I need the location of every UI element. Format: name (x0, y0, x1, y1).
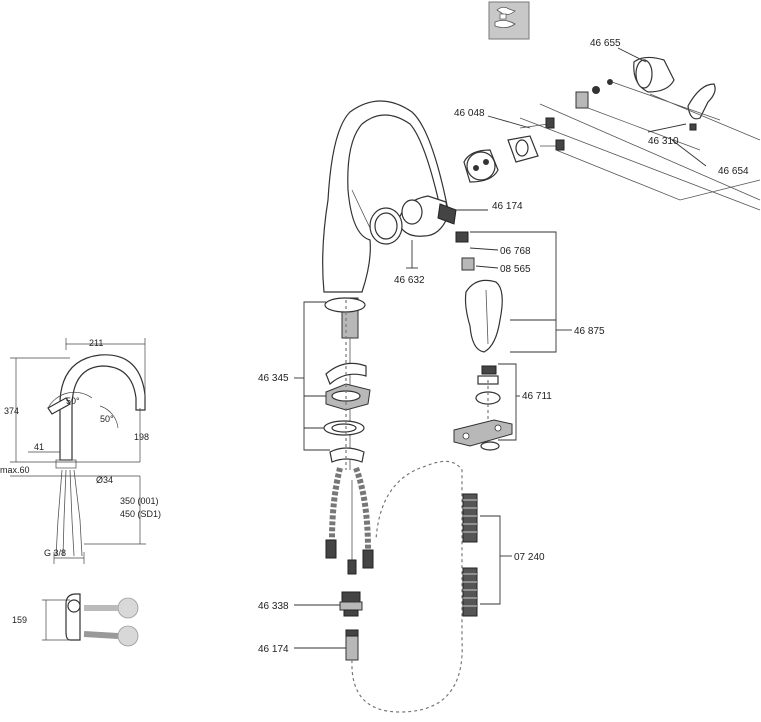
dim-159: 159 (12, 615, 27, 625)
adaptor-46174-bottom (345, 629, 359, 661)
label-46711: 46 711 (522, 391, 552, 402)
base-o-ring (324, 297, 366, 313)
dim-max60: max.60 (0, 465, 30, 475)
label-08565: 08 565 (500, 264, 531, 275)
part-labels: 46 655 46 048 46 310 46 654 46 174 46 63… (258, 38, 749, 655)
dim-350: 350 (001) (120, 496, 159, 506)
label-46338: 46 338 (258, 601, 289, 612)
label-06768: 06 768 (500, 246, 531, 257)
label-46174-bottom: 46 174 (258, 644, 289, 655)
label-07240: 07 240 (514, 552, 545, 563)
explode-guides (555, 81, 761, 201)
label-46654: 46 654 (718, 166, 749, 177)
label-46632: 46 632 (394, 275, 425, 286)
label-46655: 46 655 (590, 38, 621, 49)
dimension-drawing-top: 159 (12, 593, 139, 647)
pull-out-hose (351, 460, 463, 713)
label-46048: 46 048 (454, 108, 485, 119)
dim-g38: G 3/8 (44, 548, 66, 558)
supply-hoses (325, 466, 374, 575)
spray-head-parts (369, 195, 513, 451)
dim-374: 374 (4, 406, 19, 416)
dim-450: 450 (SD1) (120, 509, 161, 519)
dim-dia34: Ø34 (96, 475, 113, 485)
label-46310: 46 310 (648, 136, 679, 147)
mounting-set-46345 (323, 362, 371, 463)
label-46875: 46 875 (574, 326, 605, 337)
dim-211: 211 (89, 338, 103, 348)
leader-lines (294, 47, 707, 649)
angle-left: 50° (66, 396, 80, 406)
label-46345: 46 345 (258, 373, 289, 384)
dim-198: 198 (134, 432, 149, 442)
service-icon (488, 1, 530, 40)
angle-right: 50° (100, 414, 114, 424)
dim-41: 41 (34, 442, 44, 452)
faucet-body (322, 100, 449, 470)
cartridge-handle-parts (463, 56, 761, 211)
hose-weights-07240 (462, 493, 478, 617)
quick-connector-46338 (339, 591, 363, 617)
dimension-drawing-side: 211 374 50° 50° 198 41 max.60 Ø34 350 (0… (0, 338, 161, 564)
label-46174-top: 46 174 (492, 201, 523, 212)
